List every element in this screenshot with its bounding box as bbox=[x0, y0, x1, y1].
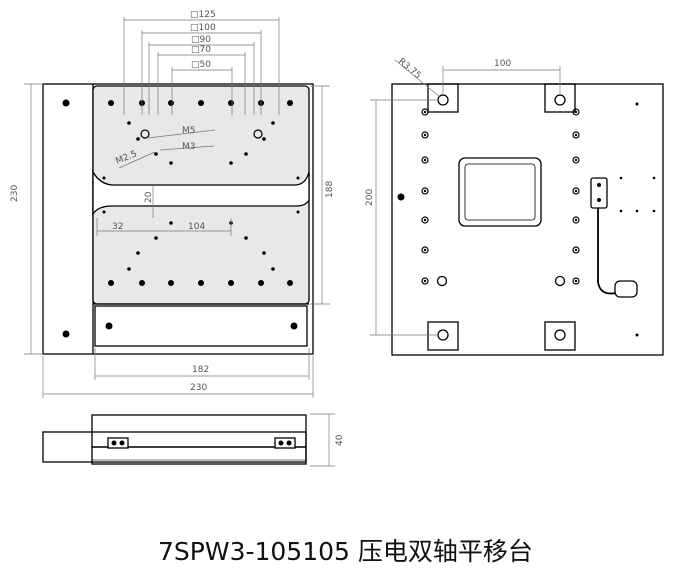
connector-plug bbox=[614, 280, 638, 298]
dim-m3: M3 bbox=[182, 142, 196, 152]
side-view bbox=[42, 414, 307, 465]
right-view-outline bbox=[391, 83, 664, 356]
dim-sq70: □70 bbox=[191, 45, 211, 55]
left-view-lower-strip bbox=[94, 305, 308, 347]
connector-block bbox=[590, 177, 608, 209]
dim-sq50: □50 bbox=[191, 60, 211, 70]
dim-104: 104 bbox=[188, 222, 205, 232]
dim-200: 200 bbox=[365, 189, 375, 206]
connector-cable bbox=[597, 208, 617, 295]
dim-r375: R3.75 bbox=[396, 57, 423, 82]
dim-m5: M5 bbox=[182, 126, 196, 136]
dim-40: 40 bbox=[335, 434, 345, 446]
product-caption: 7SPW3-105105 压电双轴平移台 bbox=[158, 537, 533, 566]
right-view-center-recess bbox=[458, 157, 542, 227]
dim-188: 188 bbox=[325, 181, 335, 198]
dim-32: 32 bbox=[112, 222, 123, 232]
dim-230-vertical: 230 bbox=[10, 185, 20, 202]
dim-182: 182 bbox=[192, 365, 209, 375]
dim-sq125: □125 bbox=[190, 10, 216, 20]
left-view-outline bbox=[42, 83, 314, 355]
dim-230-horizontal: 230 bbox=[190, 383, 207, 393]
dim-100: 100 bbox=[494, 59, 511, 69]
dim-sq100: □100 bbox=[190, 23, 216, 33]
dim-sq90: □90 bbox=[191, 35, 211, 45]
dim-20: 20 bbox=[144, 191, 154, 203]
left-view-center-slot bbox=[92, 169, 310, 217]
